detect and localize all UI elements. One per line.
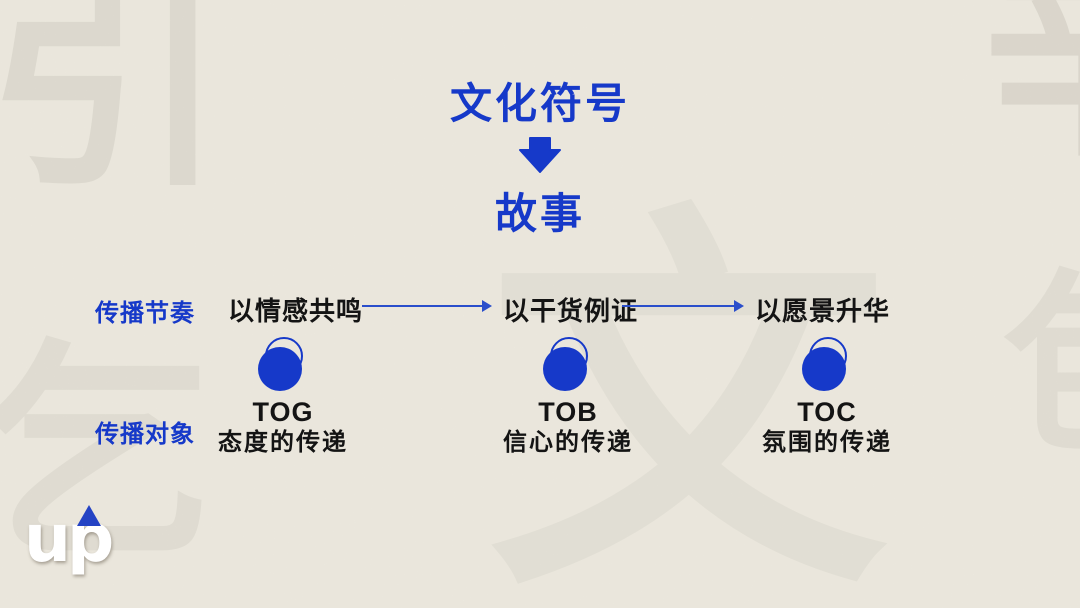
rhythm-step-3: 以愿景升华 (755, 296, 891, 326)
down-arrow-icon (519, 137, 561, 178)
rhythm-row-label: 传播节奏 (95, 300, 195, 327)
coin-icon (258, 337, 308, 393)
audience-desc: 态度的传递 (218, 429, 348, 456)
flow-arrow-icon (622, 300, 744, 312)
audience-desc: 氛围的传递 (762, 429, 892, 456)
audience-code: TOG (252, 397, 314, 427)
audience-block-3: TOC 氛围的传递 (717, 397, 937, 458)
audience-block-2: TOB 信心的传递 (458, 397, 678, 458)
audience-row-label: 传播对象 (95, 421, 195, 448)
coin-ball (543, 347, 587, 391)
rhythm-step-1: 以情感共鸣 (228, 296, 364, 326)
coin-ball (802, 347, 846, 391)
subtitle: 故事 (494, 190, 585, 237)
flow-arrow-icon (362, 300, 492, 312)
audience-code: TOB (538, 397, 598, 427)
coin-ball (258, 347, 302, 391)
audience-code: TOC (797, 397, 857, 427)
coin-icon (802, 337, 852, 393)
audience-desc: 信心的传递 (503, 429, 633, 456)
up-logo: up (24, 498, 144, 598)
page-title: 文化符号 (449, 80, 630, 127)
rhythm-step-2: 以干货例证 (503, 296, 639, 326)
coin-icon (543, 337, 593, 393)
triangle-icon (77, 505, 101, 526)
watermark-character: 包 (1002, 268, 1080, 463)
audience-block-1: TOG 态度的传递 (173, 397, 393, 458)
